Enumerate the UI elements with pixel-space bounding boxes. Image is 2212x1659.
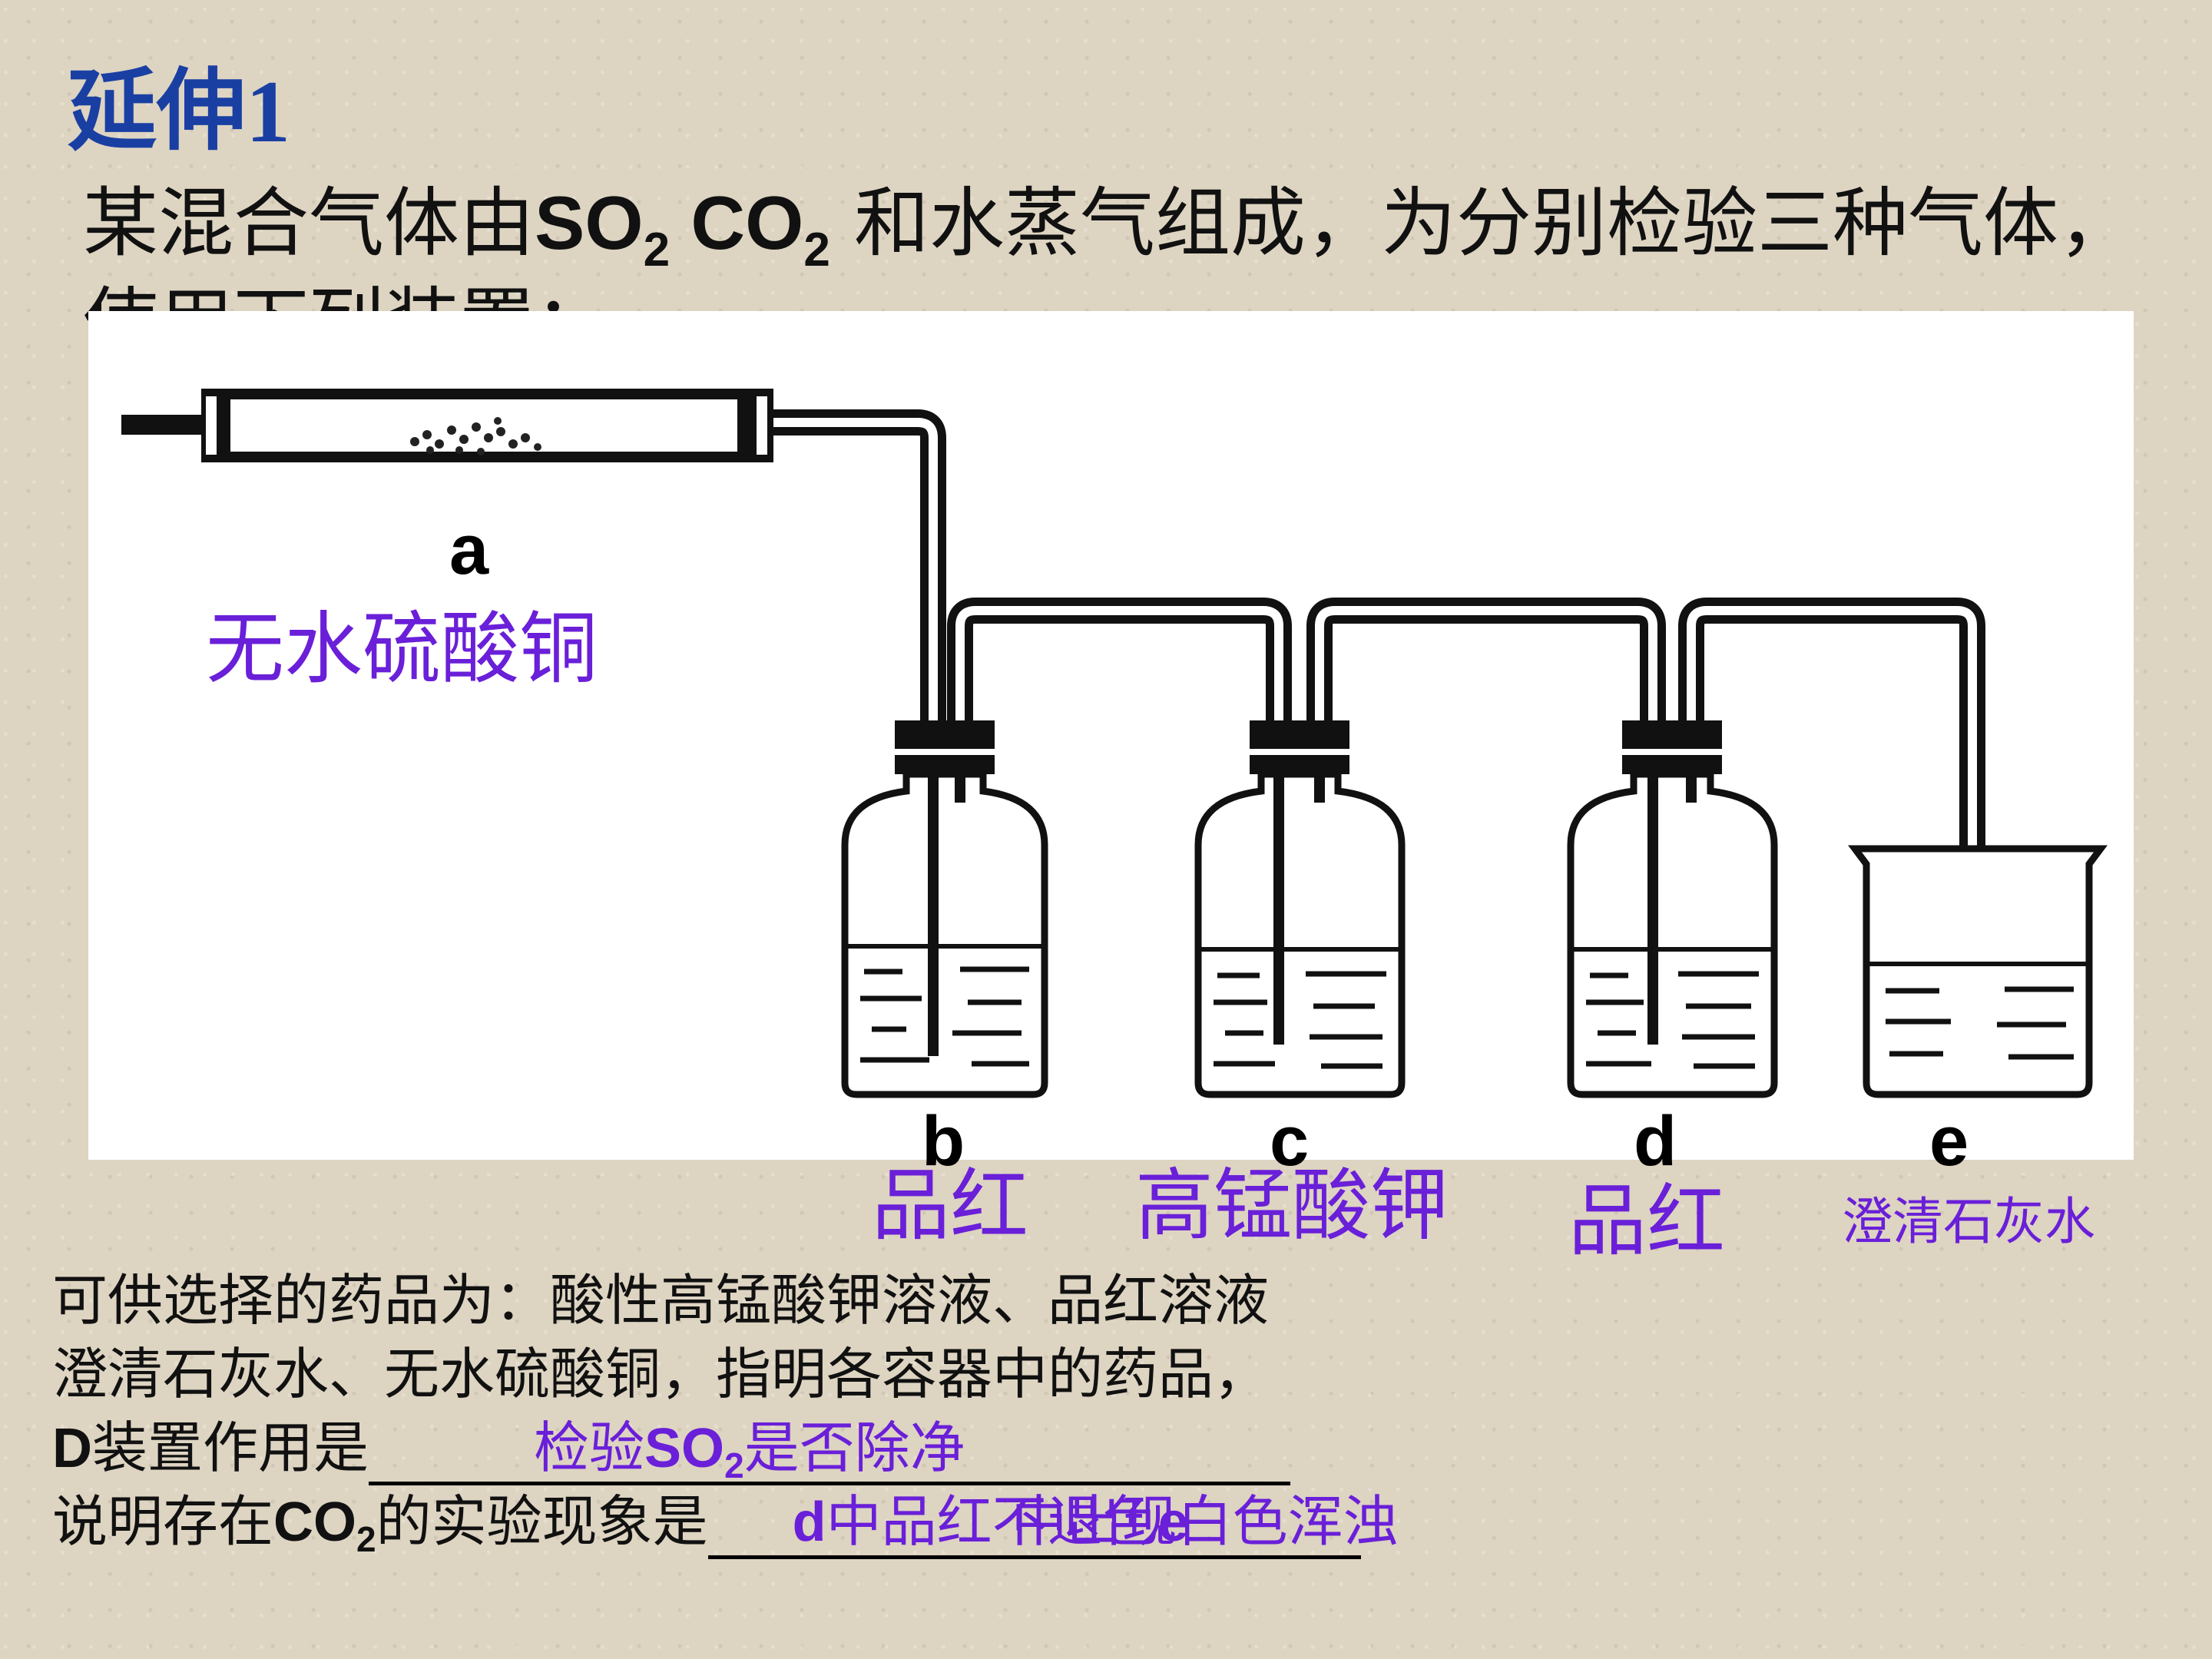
reagent-c: 高锰酸钾: [1135, 1161, 1449, 1252]
reagent-b: 品红: [872, 1161, 1028, 1252]
reagent-d: 品红: [1568, 1176, 1725, 1267]
label-c: c: [1270, 1102, 1310, 1181]
gas-bottle-c: [1194, 720, 1406, 1098]
question-line-3: D装置作用是检验SO2是否除净: [52, 1411, 1291, 1485]
drying-tube-a: [121, 389, 773, 462]
gas-bottle-b: [841, 720, 1048, 1098]
answer-blank-1[interactable]: 检验SO2是否除净: [369, 1415, 1291, 1485]
slide-title: 延伸1: [68, 63, 290, 161]
reagent-e: 澄清石灰水: [1842, 1192, 2095, 1251]
gas-bottle-d: [1567, 720, 1778, 1098]
label-a: a: [449, 511, 489, 589]
label-b: b: [922, 1102, 965, 1181]
connecting-tubes: [755, 409, 1985, 1042]
label-e: e: [1929, 1102, 1969, 1181]
question-line-1: 可供选择的药品为：酸性高锰酸钾溶液、品红溶液: [52, 1268, 1270, 1333]
beaker-e: [1848, 845, 2108, 1098]
reagent-a: 无水硫酸铜: [206, 604, 598, 695]
question-line-2: 澄清石灰水、无水硫酸铜，指明各容器中的药品，: [52, 1342, 1270, 1406]
label-d: d: [1634, 1102, 1677, 1181]
answer-blank-2[interactable]: d中品红不退色e: [707, 1488, 1361, 1559]
